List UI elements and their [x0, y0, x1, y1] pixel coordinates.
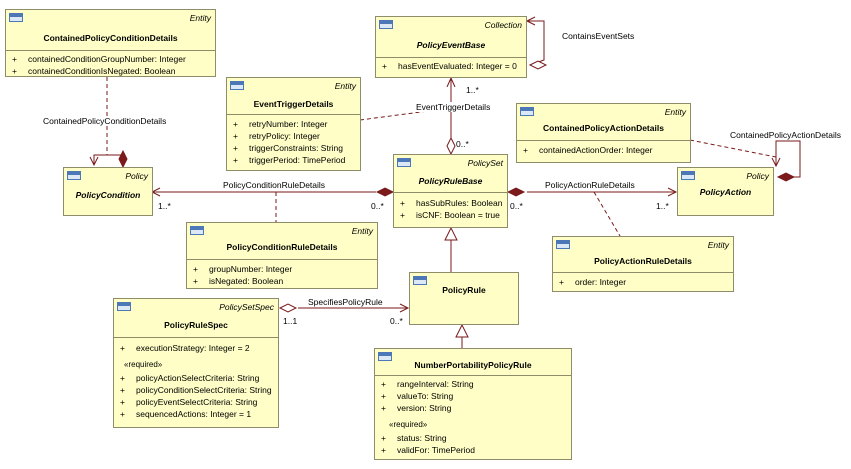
class-name: NumberPortabilityPolicyRule — [414, 360, 532, 370]
attribute: +retryNumber: Integer — [233, 119, 328, 129]
attribute: +isCNF: Boolean = true — [400, 210, 500, 220]
contains-event-sets-label: ContainsEventSets — [561, 31, 636, 41]
rule-base-diamond-top — [446, 136, 456, 156]
contained-policy-condition-details-class[interactable]: Entity ContainedPolicyConditionDetails +… — [5, 9, 216, 77]
rule-base-diamond-left — [375, 187, 395, 197]
policy-rule-class[interactable]: PolicyRule — [409, 272, 519, 325]
number-portability-policy-rule-class[interactable]: NumberPortabilityPolicyRule +rangeInterv… — [374, 348, 572, 460]
class-name: PolicyEventBase — [416, 40, 486, 50]
attribute: +triggerPeriod: TimePeriod — [233, 155, 346, 165]
attribute: +retryPolicy: Integer — [233, 131, 320, 141]
attribute: +valueTo: String — [381, 391, 454, 401]
stereotype: Entity — [664, 107, 686, 117]
class-icon — [379, 20, 393, 29]
stereotype: Policy — [125, 171, 148, 181]
class-icon — [681, 171, 695, 180]
attribute: +version: String — [381, 403, 452, 413]
class-name: PolicyRuleBase — [418, 176, 483, 186]
multiplicity: 0..* — [510, 201, 523, 211]
contains-event-sets-diamond — [528, 60, 548, 70]
required-stereotype: «required» — [124, 360, 163, 369]
specifies-policy-rule-label: SpecifiesPolicyRule — [307, 297, 384, 307]
policy-action-class[interactable]: Policy PolicyAction — [677, 167, 774, 216]
stereotype: PolicySet — [467, 158, 503, 168]
multiplicity: 0..* — [371, 201, 384, 211]
attribute: +containedConditionIsNegated: Boolean — [12, 66, 176, 76]
class-name: ContainedPolicyActionDetails — [543, 123, 664, 133]
class-name: PolicyRuleSpec — [164, 320, 228, 330]
stereotype: Entity — [351, 226, 373, 236]
policy-action-rule-details-class[interactable]: Entity PolicyActionRuleDetails +order: I… — [552, 236, 734, 292]
class-icon — [230, 81, 244, 90]
attribute: +policyEventSelectCriteria: String — [120, 397, 258, 407]
attribute: +validFor: TimePeriod — [381, 445, 475, 455]
policy-condition-rule-details-label: PolicyConditionRuleDetails — [222, 180, 327, 190]
class-icon — [520, 107, 534, 116]
class-icon — [67, 171, 81, 180]
class-icon — [556, 240, 570, 249]
policy-event-base-class[interactable]: Collection PolicyEventBase +hasEventEval… — [375, 16, 527, 78]
policy-condition-rule-details-class[interactable]: Entity PolicyConditionRuleDetails +group… — [186, 222, 378, 289]
spec-diamond — [278, 303, 298, 313]
contained-action-diamond — [776, 172, 796, 182]
contained-condition-diamond — [118, 149, 128, 169]
class-icon — [397, 158, 411, 167]
attribute: +hasEventEvaluated: Integer = 0 — [382, 61, 517, 71]
attribute: +sequencedActions: Integer = 1 — [120, 409, 252, 419]
contained-policy-condition-details-label: ContainedPolicyConditionDetails — [42, 116, 168, 126]
required-stereotype: «required» — [389, 420, 428, 429]
policy-condition-class[interactable]: Policy PolicyCondition — [63, 167, 153, 216]
stereotype: Entity — [334, 81, 356, 91]
class-name: PolicyActionRuleDetails — [594, 256, 692, 266]
attribute: +policyActionSelectCriteria: String — [120, 373, 260, 383]
policy-action-rule-details-label: PolicyActionRuleDetails — [544, 180, 636, 190]
attribute: +executionStrategy: Integer = 2 — [120, 343, 250, 353]
attribute: +status: String — [381, 433, 447, 443]
attribute: +order: Integer — [559, 277, 627, 287]
attribute: +hasSubRules: Boolean — [400, 198, 503, 208]
attribute: +containedConditionGroupNumber: Integer — [12, 54, 186, 64]
stereotype: Collection — [484, 20, 522, 30]
stereotype: Policy — [746, 171, 769, 181]
attribute: +isNegated: Boolean — [193, 276, 284, 286]
action-rule-details-dash — [593, 191, 621, 237]
class-icon — [190, 226, 204, 235]
contained-action-details-dash — [689, 139, 777, 158]
stereotype: Entity — [707, 240, 729, 250]
contained-policy-action-details-class[interactable]: Entity ContainedPolicyActionDetails +con… — [516, 103, 691, 163]
class-icon — [413, 276, 427, 285]
multiplicity: 0..* — [456, 139, 469, 149]
contained-policy-action-details-label: ContainedPolicyActionDetails — [729, 130, 843, 140]
policy-rule-spec-class[interactable]: PolicySetSpec PolicyRuleSpec +executionS… — [113, 298, 279, 428]
multiplicity: 0..* — [390, 316, 403, 326]
class-icon — [378, 352, 392, 361]
class-name: EventTriggerDetails — [253, 99, 334, 109]
stereotype: PolicySetSpec — [219, 302, 274, 312]
contained-action-loop — [775, 140, 801, 178]
class-name: ContainedPolicyConditionDetails — [43, 33, 178, 43]
class-name: PolicyAction — [699, 187, 752, 197]
attribute: +rangeInterval: String — [381, 379, 474, 389]
stereotype: Entity — [189, 13, 211, 23]
contained-condition-loop — [93, 154, 124, 165]
attribute: +triggerConstraints: String — [233, 143, 344, 153]
attribute: +containedActionOrder: Integer — [523, 145, 653, 155]
policy-rule-base-class[interactable]: PolicySet PolicyRuleBase +hasSubRules: B… — [393, 154, 508, 228]
class-name: PolicyConditionRuleDetails — [226, 242, 338, 252]
class-icon — [117, 302, 131, 311]
contains-event-sets-link — [527, 20, 545, 66]
attribute: +groupNumber: Integer — [193, 264, 293, 274]
event-trigger-details-label: EventTriggerDetails — [415, 102, 492, 112]
rule-base-diamond-right — [506, 187, 526, 197]
multiplicity: 1..* — [656, 201, 669, 211]
multiplicity: 1..* — [466, 85, 479, 95]
class-name: PolicyCondition — [75, 190, 141, 200]
multiplicity: 1..* — [158, 201, 171, 211]
event-trigger-details-class[interactable]: Entity EventTriggerDetails +retryNumber:… — [226, 77, 361, 171]
multiplicity: 1..1 — [283, 316, 298, 326]
class-icon — [9, 13, 23, 22]
attribute: +policyConditionSelectCriteria: String — [120, 385, 272, 395]
class-name: PolicyRule — [442, 285, 486, 295]
